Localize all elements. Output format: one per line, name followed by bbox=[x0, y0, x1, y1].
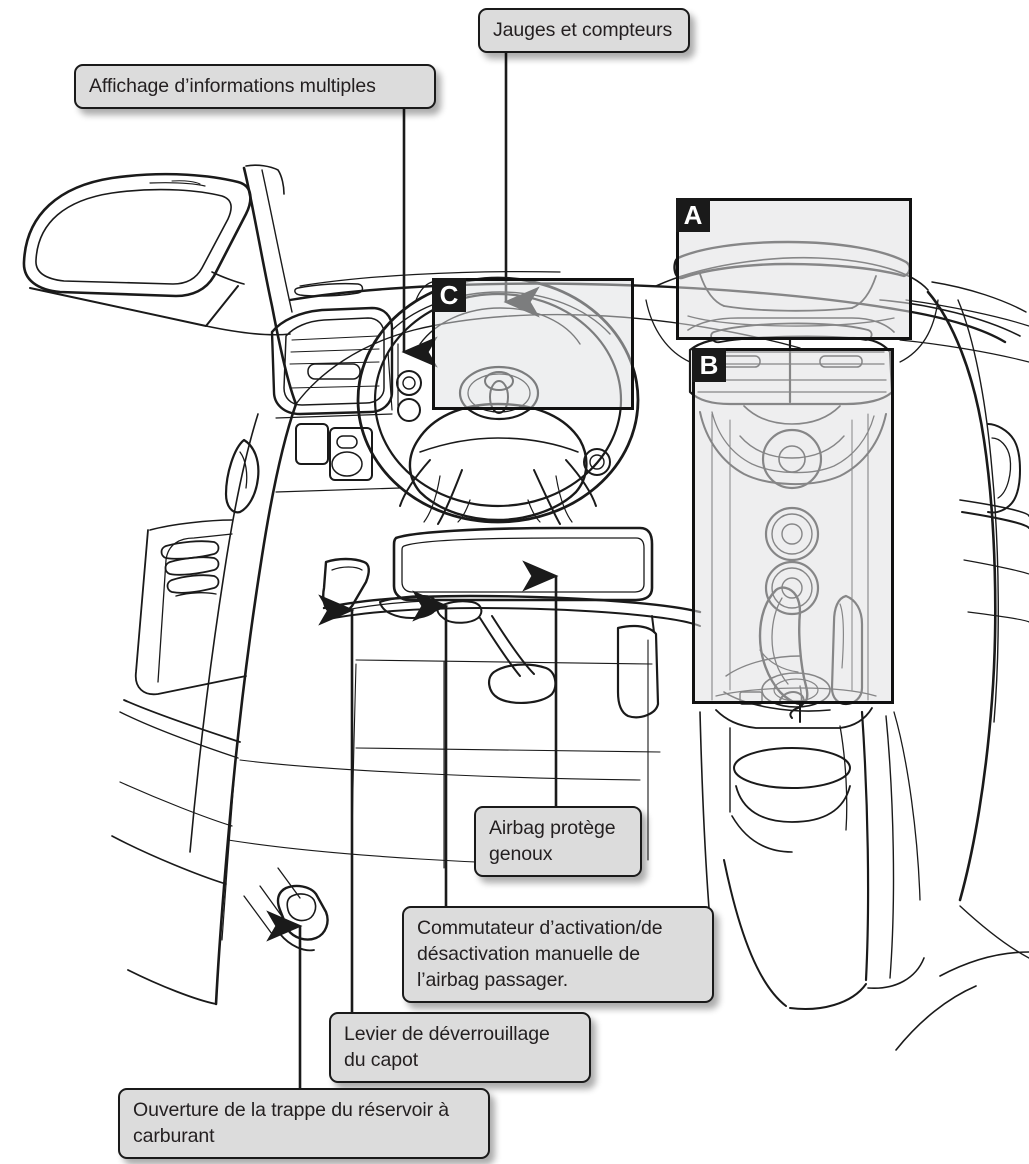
fuel-filler-lever bbox=[243, 867, 329, 952]
lower-dash bbox=[322, 526, 702, 719]
dashboard-top bbox=[288, 271, 1027, 405]
leader-lines-layer bbox=[266, 48, 559, 1088]
console-lower bbox=[699, 707, 895, 1010]
callout-knee-airbag: Airbag protège genoux bbox=[474, 806, 642, 877]
callout-hood-release-lever: Levier de déverrouillage du capot bbox=[329, 1012, 591, 1083]
line-art-layer bbox=[22, 164, 1029, 1051]
driver-door-panel bbox=[111, 402, 298, 1006]
detail-box-a bbox=[676, 198, 912, 340]
right-lower-trim bbox=[867, 711, 925, 989]
callout-fuel-filler-door: Ouverture de la trappe du réservoir à ca… bbox=[118, 1088, 490, 1159]
left-air-vent bbox=[270, 282, 394, 416]
callout-multi-information-display: Affichage d’informations multiples bbox=[74, 64, 436, 109]
detail-box-b bbox=[692, 348, 894, 704]
detail-badge-a: A bbox=[676, 198, 710, 232]
side-mirror bbox=[22, 172, 252, 327]
dash-switch-panel bbox=[275, 413, 401, 493]
a-pillar bbox=[205, 164, 298, 406]
detail-badge-c: C bbox=[432, 278, 466, 312]
passenger-seat bbox=[895, 290, 1029, 1051]
callout-passenger-airbag-switch: Commutateur d’activation/de désactivatio… bbox=[402, 906, 714, 1003]
detail-badge-b: B bbox=[692, 348, 726, 382]
callout-gauges: Jauges et compteurs bbox=[478, 8, 690, 53]
